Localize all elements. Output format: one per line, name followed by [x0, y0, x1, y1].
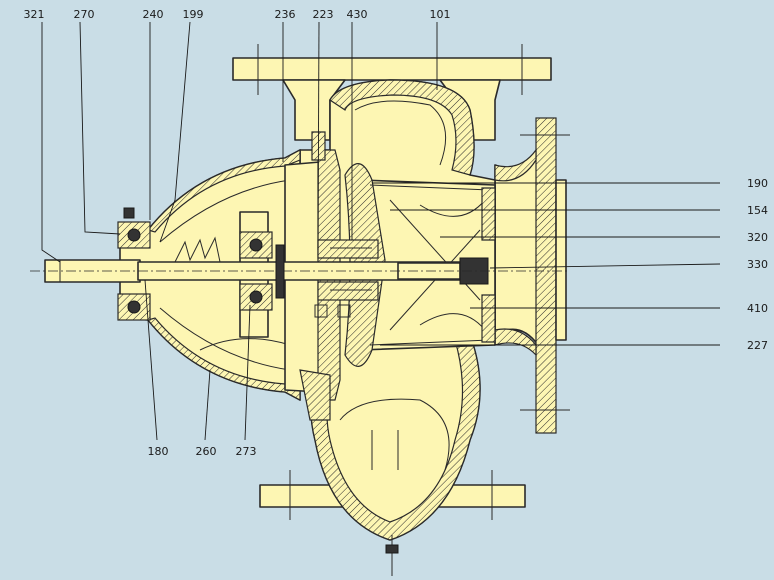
label-199: 199 [183, 8, 204, 21]
label-270: 270 [74, 8, 95, 21]
right-flange [494, 117, 570, 434]
label-180: 180 [148, 445, 169, 458]
label-330: 330 [747, 258, 768, 271]
label-410: 410 [747, 302, 768, 315]
spring-marks [174, 236, 221, 263]
label-430: 430 [347, 8, 368, 21]
label-227: 227 [747, 339, 768, 352]
seal-assembly [314, 239, 379, 318]
label-223: 223 [313, 8, 334, 21]
label-240: 240 [143, 8, 164, 21]
label-154: 154 [747, 204, 768, 217]
bearing-right [239, 231, 273, 311]
label-273: 273 [236, 445, 257, 458]
bearing-left [117, 207, 151, 321]
label-321: 321 [24, 8, 45, 21]
label-236: 236 [275, 8, 296, 21]
label-101: 101 [430, 8, 451, 21]
label-260: 260 [196, 445, 217, 458]
label-320: 320 [747, 231, 768, 244]
deflector [275, 244, 285, 299]
leaders-right [372, 182, 721, 346]
leaders-top [41, 21, 438, 263]
leaders-bottom [144, 279, 251, 441]
shaft [30, 257, 570, 285]
drain-bolt [385, 535, 399, 576]
label-190: 190 [747, 177, 768, 190]
